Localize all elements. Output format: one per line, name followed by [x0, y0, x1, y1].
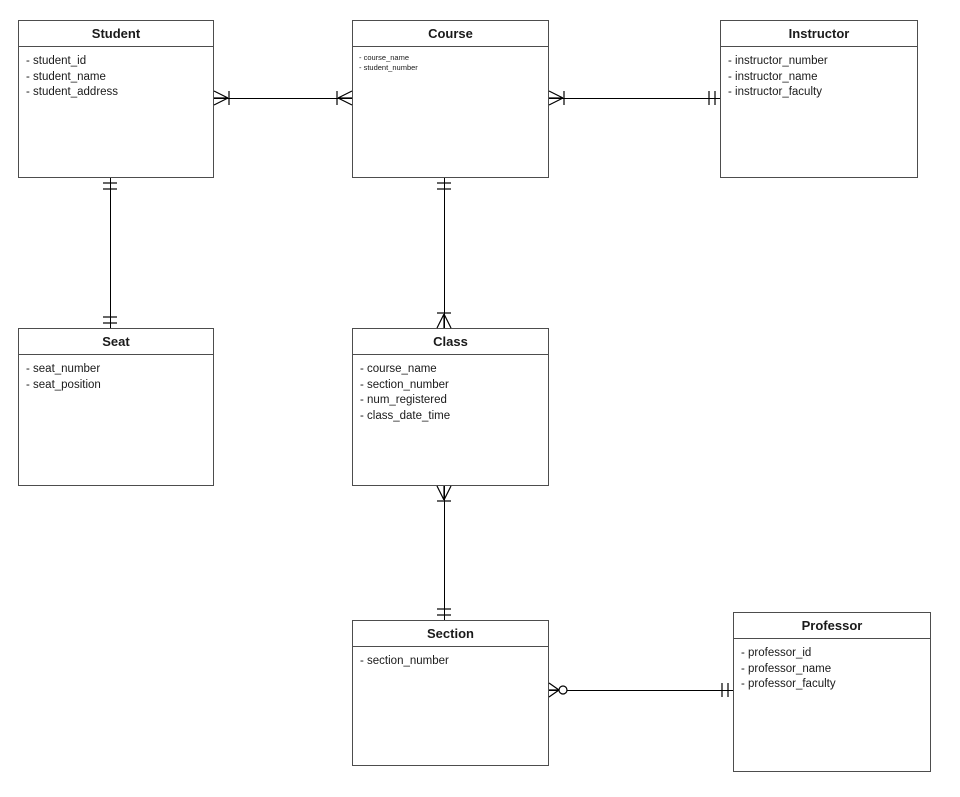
line-class-section: [444, 486, 445, 620]
entity-title-course: Course: [353, 21, 548, 47]
entity-professor[interactable]: Professor- professor_id- professor_name-…: [733, 612, 931, 772]
attribute-row: - instructor_faculty: [728, 86, 822, 98]
entity-attributes-professor: - professor_id - professor_name - professo…: [734, 639, 930, 693]
entity-instructor[interactable]: Instructor- instructor_number- instructo…: [720, 20, 918, 178]
attribute-row: - num_registered: [360, 394, 447, 406]
entity-attributes-student: - student_id - student_name - student_addr…: [19, 47, 213, 101]
attribute-row: - instructor_name: [728, 70, 818, 83]
attribute-row: - professor_id: [741, 647, 812, 659]
attribute-row: - seat_number: [26, 363, 101, 375]
entity-course[interactable]: Course- course_name- student_number: [352, 20, 549, 178]
attribute-row: - instructor_number: [728, 55, 828, 67]
entity-title-professor: Professor: [734, 613, 930, 639]
attribute-row: - student_id: [26, 55, 87, 67]
entity-title-instructor: Instructor: [721, 21, 917, 47]
entity-title-class: Class: [353, 329, 548, 355]
entity-attributes-seat: - seat_number - seat_position: [19, 355, 213, 393]
entity-section[interactable]: Section - section_number: [352, 620, 549, 766]
entity-title-seat: Seat: [19, 329, 213, 355]
attribute-row: - course_name: [360, 363, 437, 375]
entity-student[interactable]: Student- student_id- student_name- stude…: [18, 20, 214, 178]
attribute-row: - section_number: [360, 655, 449, 667]
line-student-seat: [110, 178, 111, 328]
attribute-row: - student_name: [26, 70, 106, 83]
attribute-row: - student_address: [26, 86, 119, 98]
attribute-row: - student_number: [359, 63, 418, 72]
attribute-row: - section_number: [360, 378, 449, 391]
attribute-row: - professor_faculty: [741, 678, 836, 690]
line-course-instructor: [549, 98, 720, 99]
entity-attributes-instructor: - instructor_number - instructor_name - in…: [721, 47, 917, 101]
entity-seat[interactable]: Seat - seat_number - seat_position: [18, 328, 214, 486]
entity-title-section: Section: [353, 621, 548, 647]
line-course-class: [444, 178, 445, 328]
entity-attributes-class: - course_name - section_number - num_regis…: [353, 355, 548, 424]
attribute-row: - class_date_time: [360, 409, 451, 422]
line-student-course: [214, 98, 352, 99]
attribute-row: - professor_name: [741, 662, 832, 675]
attribute-row: - course_name: [359, 53, 410, 62]
entity-attributes-course: - course_name- student_number: [353, 47, 548, 73]
line-section-professor: [549, 690, 733, 691]
attribute-row: - seat_position: [26, 378, 101, 391]
entity-class[interactable]: Class - course_name - section_number - num_…: [352, 328, 549, 486]
entity-title-student: Student: [19, 21, 213, 47]
entity-attributes-section: - section_number: [353, 647, 548, 670]
